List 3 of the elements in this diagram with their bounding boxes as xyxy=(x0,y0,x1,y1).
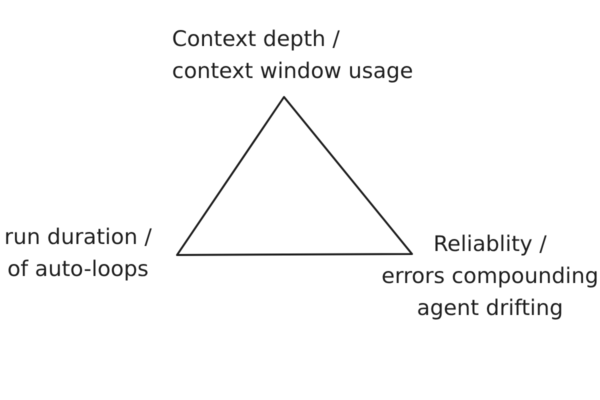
corner-label: Reliablity / errors compounding agent drifting xyxy=(380,231,600,323)
corner-label: Context depth / context window usage xyxy=(172,26,414,86)
corner-label: run duration / of auto-loops xyxy=(3,224,153,284)
